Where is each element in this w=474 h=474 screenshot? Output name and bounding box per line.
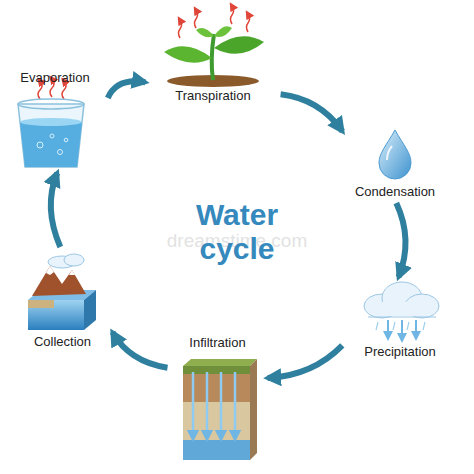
glass-illustration-part bbox=[18, 99, 84, 109]
glass-illustration-part bbox=[20, 122, 82, 167]
plant-illustration-part bbox=[164, 46, 212, 63]
stage-node: Infiltration bbox=[170, 335, 265, 465]
cloud-illustration-part bbox=[415, 320, 417, 336]
glass-illustration-part bbox=[20, 118, 82, 126]
droplet-illustration-part bbox=[379, 130, 411, 179]
stage-node: Evaporation bbox=[5, 70, 105, 170]
stage-label: Condensation bbox=[345, 184, 445, 200]
cloud-illustration-part bbox=[368, 317, 436, 318]
stage-node: Precipitation bbox=[345, 280, 455, 360]
glass-illustration bbox=[18, 79, 84, 167]
cycle-arrow bbox=[268, 345, 343, 378]
plant-illustration-part bbox=[231, 6, 234, 24]
landscape-illustration-part bbox=[69, 270, 75, 275]
cloud-illustration-part bbox=[376, 302, 426, 316]
soil-illustration-part bbox=[183, 359, 257, 366]
glass-illustration-part bbox=[58, 150, 63, 155]
soil-illustration-part bbox=[183, 440, 250, 460]
landscape-illustration-part bbox=[28, 300, 84, 330]
stage-node: Condensation bbox=[345, 125, 445, 200]
stage-label: Collection bbox=[15, 334, 110, 350]
stage-label: Transpiration bbox=[148, 88, 278, 104]
cloud-illustration-part bbox=[393, 322, 395, 330]
cloud-illustration-part bbox=[376, 322, 378, 330]
plant-illustration-part bbox=[214, 36, 264, 54]
soil-illustration-part bbox=[220, 372, 223, 436]
landscape-illustration-part bbox=[28, 300, 54, 308]
cloud-illustration-part bbox=[423, 322, 425, 330]
cycle-arrow bbox=[108, 81, 145, 98]
landscape-illustration bbox=[28, 254, 96, 330]
soil-illustration-part bbox=[192, 372, 195, 436]
cycle-arrow bbox=[396, 203, 405, 277]
soil-illustration-part bbox=[250, 359, 257, 460]
landscape-illustration-part bbox=[84, 290, 96, 330]
landscape-illustration-part bbox=[32, 266, 86, 296]
droplet-illustration-part bbox=[387, 146, 392, 160]
glass-illustration-part bbox=[37, 142, 43, 148]
plant-illustration-part bbox=[196, 28, 214, 37]
landscape-illustration-part bbox=[46, 266, 54, 275]
cycle-arrow bbox=[113, 332, 168, 367]
cycle-arrow bbox=[51, 173, 61, 247]
cloud-illustration-part bbox=[387, 320, 389, 336]
plant-illustration bbox=[164, 6, 264, 87]
plant-illustration-part bbox=[195, 10, 198, 28]
glass-illustration-part bbox=[50, 134, 54, 138]
diagram-title: Water cycle bbox=[177, 198, 297, 266]
cloud-illustration bbox=[364, 282, 439, 338]
plant-illustration-part bbox=[212, 34, 214, 80]
cycle-arrow bbox=[281, 94, 343, 131]
glass-illustration-part bbox=[64, 138, 68, 142]
soil-illustration bbox=[183, 359, 257, 460]
cloud-illustration-part bbox=[407, 322, 409, 330]
stage-node: Transpiration bbox=[148, 4, 278, 104]
soil-illustration-part bbox=[234, 372, 237, 436]
cloud-illustration-part bbox=[401, 320, 403, 338]
stage-node: Collection bbox=[15, 250, 110, 350]
landscape-illustration-part bbox=[64, 254, 84, 266]
droplet-illustration bbox=[379, 130, 411, 179]
glass-illustration-part bbox=[18, 104, 84, 167]
plant-illustration-part bbox=[214, 26, 232, 37]
stage-label: Precipitation bbox=[345, 344, 455, 360]
plant-illustration-part bbox=[179, 20, 182, 38]
plant-illustration-part bbox=[247, 14, 250, 32]
stage-label: Evaporation bbox=[5, 70, 105, 86]
soil-illustration-part bbox=[206, 372, 209, 436]
stage-label: Infiltration bbox=[170, 335, 265, 351]
